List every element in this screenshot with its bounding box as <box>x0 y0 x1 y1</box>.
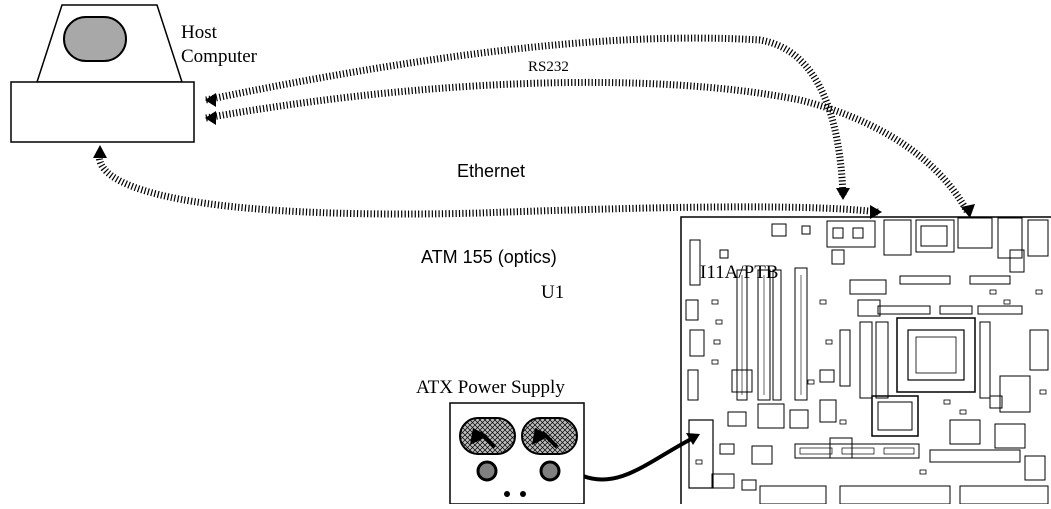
rs232-label: RS232 <box>528 59 569 75</box>
rs232-cable-2 <box>205 78 975 218</box>
ethernet-label: Ethernet <box>457 161 526 181</box>
host-computer-icon <box>10 4 195 143</box>
computer-label: Computer <box>181 46 257 67</box>
atm-label: ATM 155 (optics) <box>421 247 557 267</box>
power-cable <box>582 433 700 482</box>
ethernet-cable <box>93 145 882 219</box>
rs232-cable-1 <box>205 34 850 200</box>
power-supply-icon <box>449 402 585 505</box>
u1-label: U1 <box>541 282 565 303</box>
board-label: I11A/PTB <box>700 262 779 283</box>
host-label: Host <box>181 22 217 43</box>
atx-label: ATX Power Supply <box>416 377 565 398</box>
motherboard-icon <box>680 216 1051 505</box>
